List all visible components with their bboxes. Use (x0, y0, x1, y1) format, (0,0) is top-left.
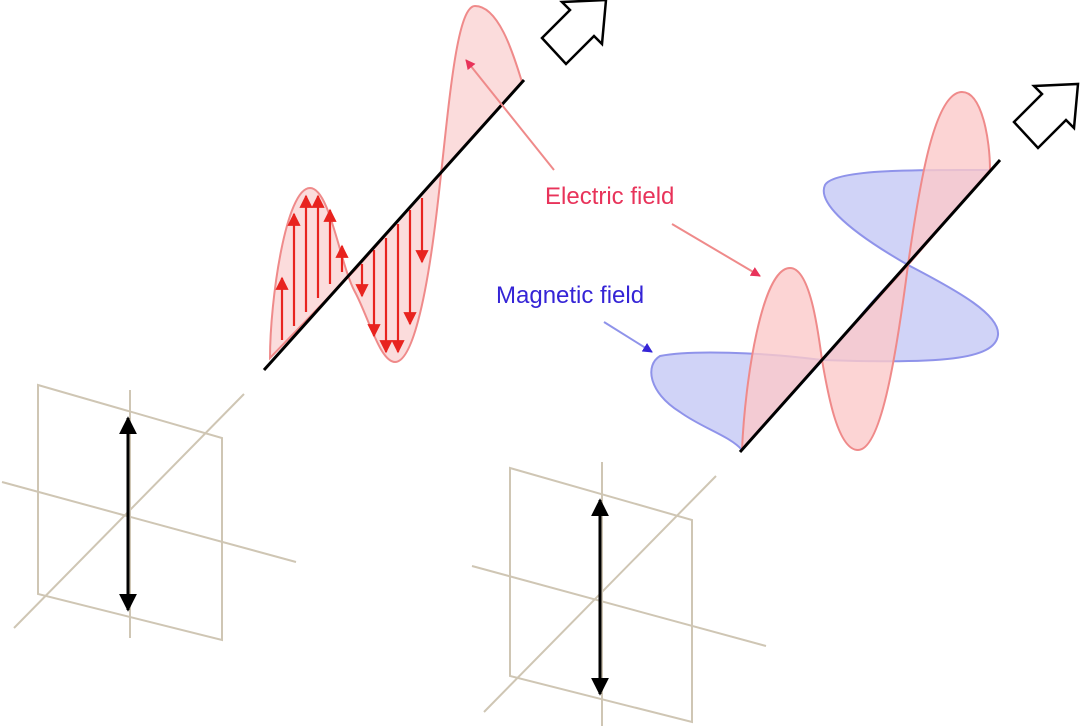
em-wave-right (650, 90, 1002, 453)
electric-pointer-right (671, 223, 761, 277)
electric-pointer-upper (465, 59, 555, 171)
electric-vectors (275, 194, 429, 354)
propagation-axis-right (738, 159, 1002, 453)
electric-lobe-right (906, 90, 992, 269)
magnetic-field-label: Magnetic field (496, 282, 645, 309)
electric-wave-upper-fill (268, 4, 524, 364)
magnetic-pointer (603, 321, 653, 353)
propagation-arrow-icon-upper (540, 0, 608, 66)
electric-lobe-middle (820, 261, 910, 452)
electric-wave-upper (262, 4, 526, 372)
electric-lobe-left (740, 266, 824, 453)
left-grid (1, 383, 297, 642)
propagation-arrow-icon-right (1012, 82, 1080, 150)
middle-grid (471, 462, 767, 726)
propagation-axis-upper (262, 78, 526, 372)
electric-field-label: Electric field (545, 183, 675, 210)
